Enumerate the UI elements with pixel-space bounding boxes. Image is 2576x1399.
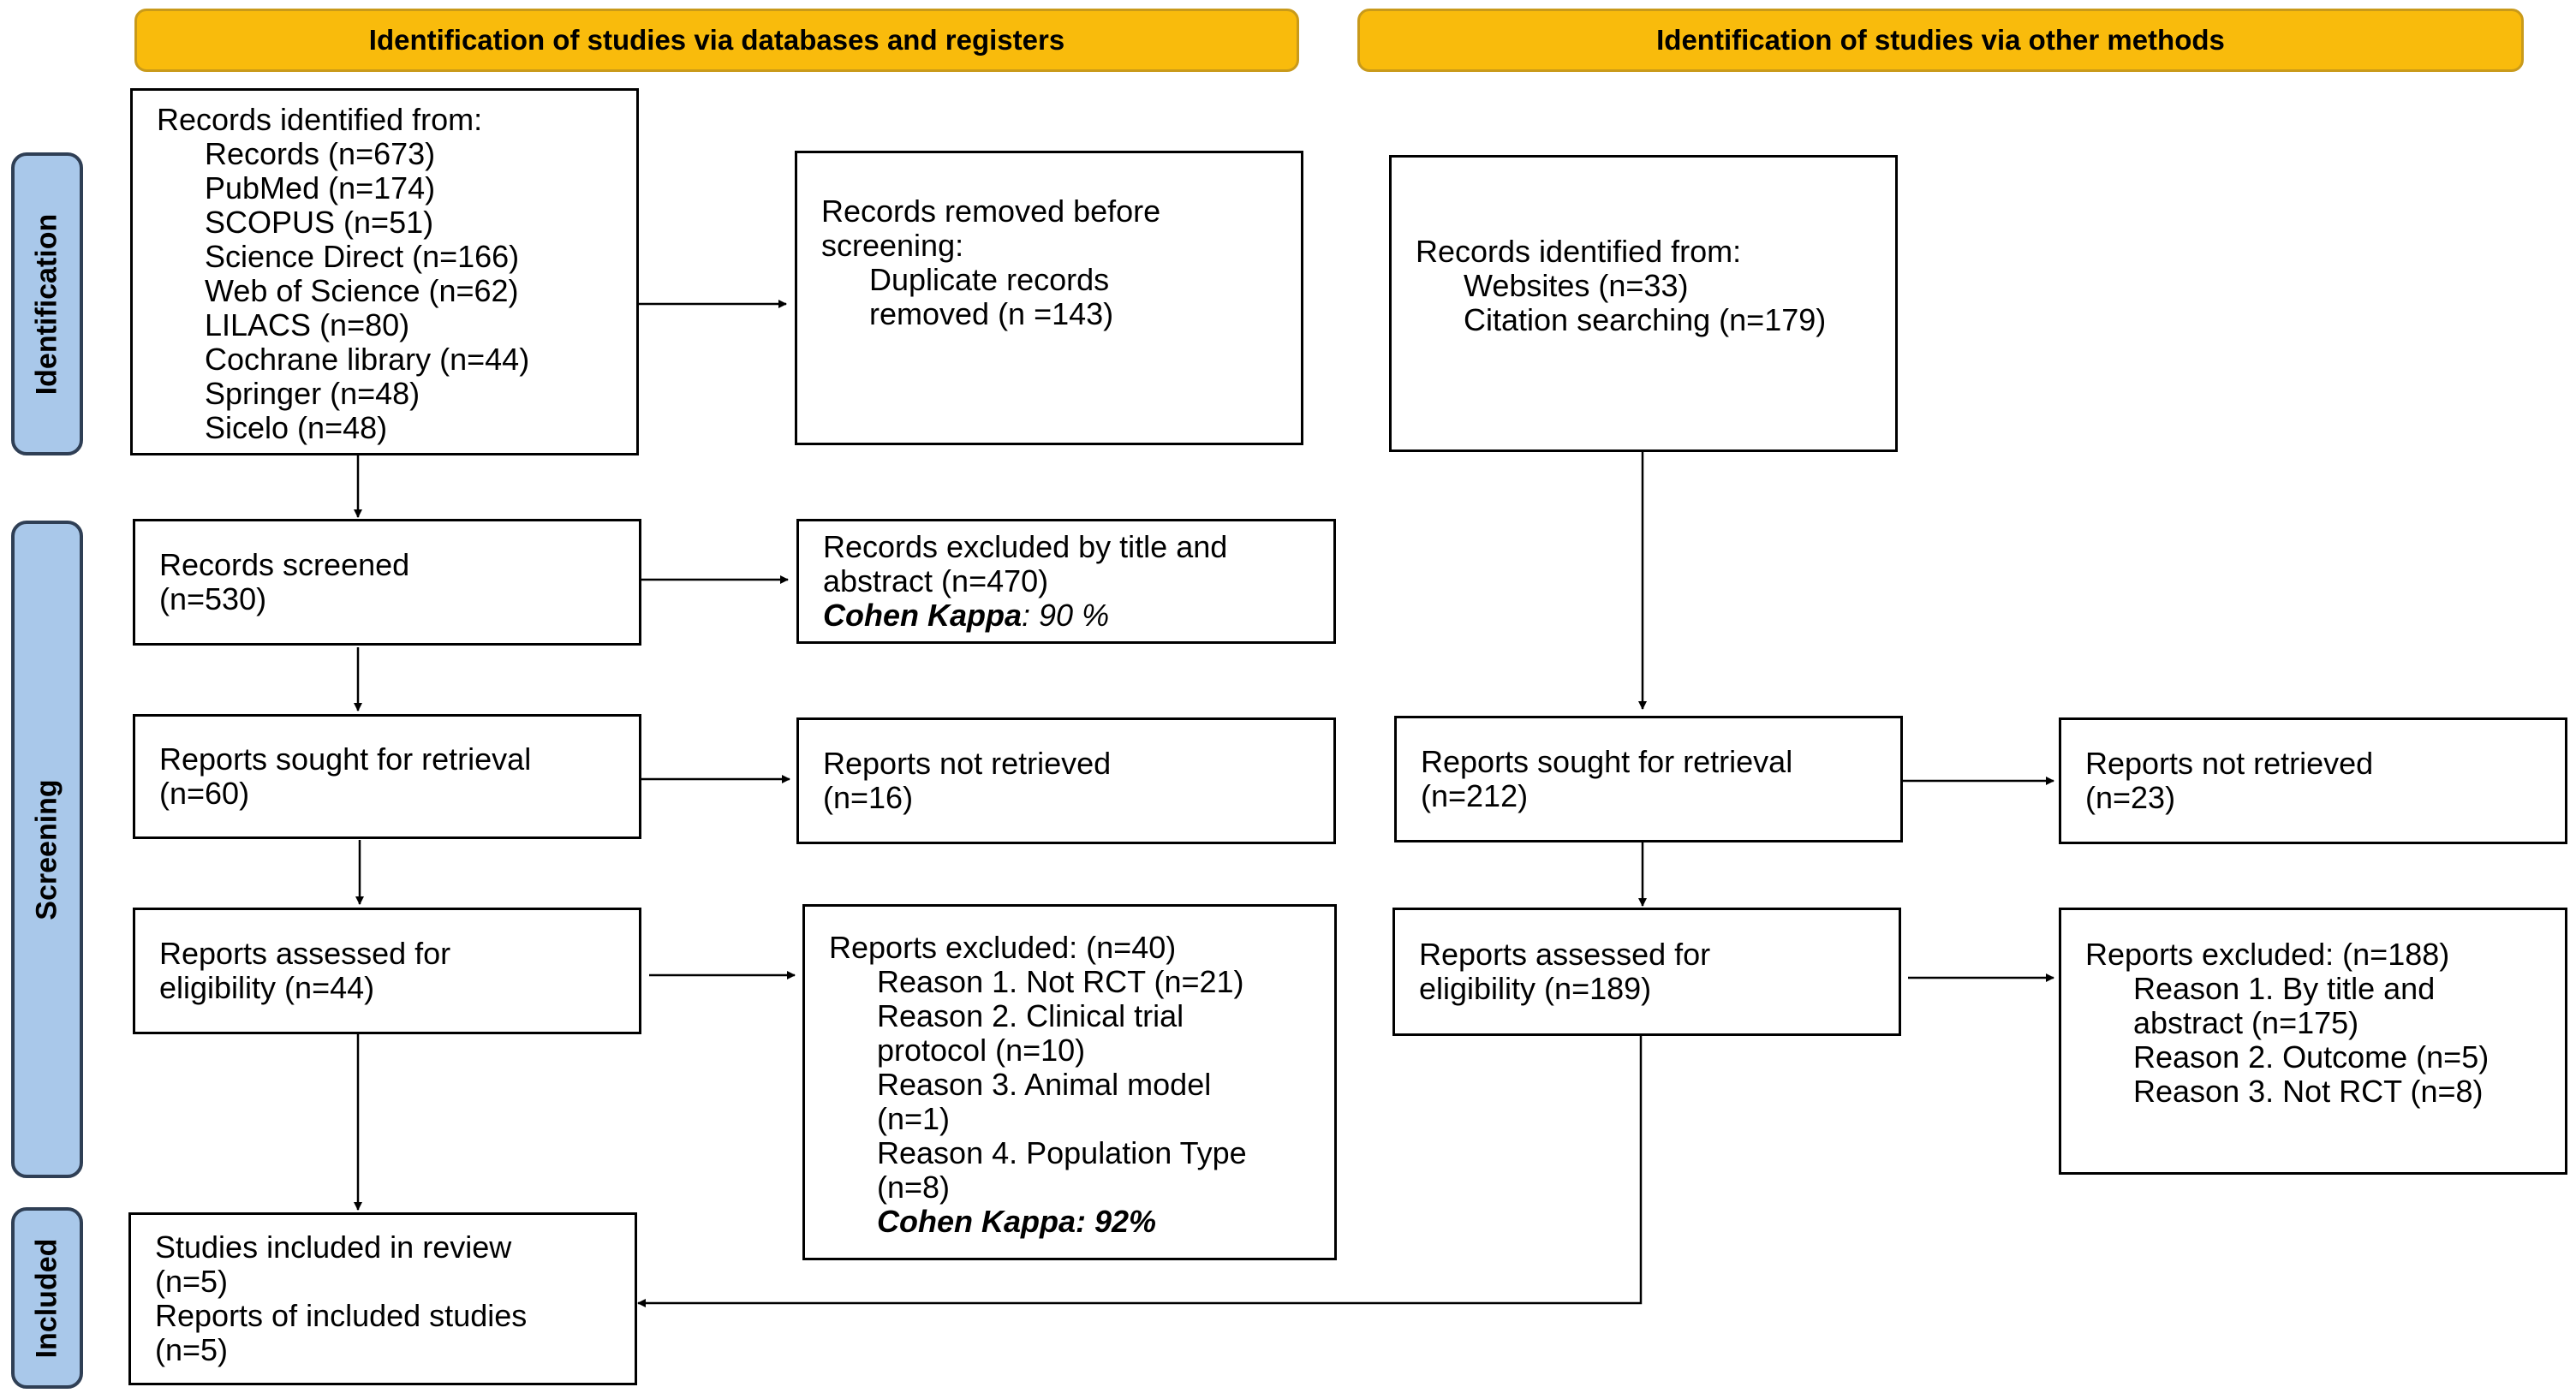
other-reports-assessed-box: Reports assessed for eligibility (n=189) [1392,908,1901,1036]
exclusion-reason: Reason 2. Clinical trial [877,998,1184,1033]
exclusion-reason: Reason 3. Animal model [877,1067,1212,1102]
reports-assessed-line: eligibility (n=44) [159,970,375,1005]
other-reports-not-retrieved-box: Reports not retrieved (n=23) [2059,717,2567,844]
reports-assessed-line: Reports assessed for [159,936,451,971]
arrow-other-assessed-to-included [637,1036,1643,1307]
records-identified-databases-box: Records identified from: Records (n=673)… [130,88,639,455]
other-reports-sought-line: Reports sought for retrieval [1421,744,1793,779]
records-screened-box: Records screened (n=530) [133,519,641,646]
records-removed-box: Records removed before screening: Duplic… [795,151,1303,445]
records-excluded-title-box: Records excluded by title and abstract (… [796,519,1336,644]
source-item: Records (n=673) [205,136,436,171]
records-excluded-line: Records excluded by title and [823,529,1228,564]
exclusion-reason: (n=8) [877,1170,951,1205]
reports-not-retrieved-line: (n=16) [823,780,914,815]
studies-included-line: Studies included in review [155,1229,512,1265]
records-removed-line: Records removed before [821,193,1161,229]
other-exclusion-reason: Reason 3. Not RCT (n=8) [2133,1074,2484,1109]
other-reports-assessed-line: Reports assessed for [1419,937,1711,972]
other-exclusion-reason: abstract (n=175) [2133,1005,2359,1040]
cohen-kappa-label: Cohen Kappa [823,598,1023,633]
reports-sought-line: (n=60) [159,776,250,811]
source-item: Springer (n=48) [205,376,420,411]
source-item: SCOPUS (n=51) [205,205,434,240]
source-item: Sicelo (n=48) [205,410,388,445]
header-other-methods: Identification of studies via other meth… [1357,9,2524,72]
source-item: LILACS (n=80) [205,307,410,342]
other-reports-not-retrieved-line: (n=23) [2085,780,2176,815]
other-reports-excluded-box: Reports excluded: (n=188) Reason 1. By t… [2059,908,2567,1175]
other-exclusion-reason: Reason 1. By title and [2133,971,2436,1006]
records-screened-line: Records screened [159,547,410,582]
records-removed-line: removed (n =143) [869,296,1114,331]
exclusion-reason: Reason 4. Population Type [877,1135,1247,1170]
exclusion-reason: (n=1) [877,1101,951,1136]
source-item: Cochrane library (n=44) [205,342,530,377]
studies-included-line: (n=5) [155,1264,229,1299]
other-reports-sought-line: (n=212) [1421,778,1529,813]
reports-sought-box: Reports sought for retrieval (n=60) [133,714,641,839]
cohen-kappa-screening: Cohen Kappa: 90 % [823,598,1309,633]
studies-included-line: (n=5) [155,1332,229,1367]
records-excluded-line: abstract (n=470) [823,563,1049,598]
reports-not-retrieved-box: Reports not retrieved (n=16) [796,717,1336,844]
other-reports-excluded-heading: Reports excluded: (n=188) [2085,937,2450,972]
other-source-item: Websites (n=33) [1464,268,1689,303]
cohen-kappa-value: : 90 % [1022,598,1110,633]
other-exclusion-reason: Reason 2. Outcome (n=5) [2133,1039,2490,1075]
source-item: Web of Science (n=62) [205,273,519,308]
reports-excluded-box: Reports excluded: (n=40) Reason 1. Not R… [802,904,1337,1260]
records-removed-line: Duplicate records [869,262,1110,297]
other-reports-not-retrieved-line: Reports not retrieved [2085,746,2374,781]
stage-identification: Identification [11,152,83,455]
stage-included: Included [11,1207,83,1389]
records-removed-line: screening: [821,228,964,263]
other-reports-sought-box: Reports sought for retrieval (n=212) [1394,716,1903,842]
reports-not-retrieved-line: Reports not retrieved [823,746,1112,781]
studies-included-box: Studies included in review (n=5) Reports… [128,1212,637,1385]
exclusion-reason: Reason 1. Not RCT (n=21) [877,964,1244,999]
reports-assessed-box: Reports assessed for eligibility (n=44) [133,908,641,1034]
other-source-item: Citation searching (n=179) [1464,302,1827,337]
records-screened-line: (n=530) [159,581,267,616]
stage-screening: Screening [11,521,83,1178]
source-item: Science Direct (n=166) [205,239,520,274]
records-identified-heading: Records identified from: [157,102,483,137]
other-reports-assessed-line: eligibility (n=189) [1419,971,1652,1006]
studies-included-line: Reports of included studies [155,1298,528,1333]
cohen-kappa-eligibility: Cohen Kappa: 92% [877,1204,1157,1239]
records-identified-other-box: Records identified from: Websites (n=33)… [1389,155,1898,452]
header-databases: Identification of studies via databases … [134,9,1299,72]
reports-sought-line: Reports sought for retrieval [159,741,532,777]
source-item: PubMed (n=174) [205,170,436,205]
reports-excluded-heading: Reports excluded: (n=40) [829,930,1177,965]
records-identified-other-heading: Records identified from: [1416,234,1742,269]
exclusion-reason: protocol (n=10) [877,1033,1086,1068]
